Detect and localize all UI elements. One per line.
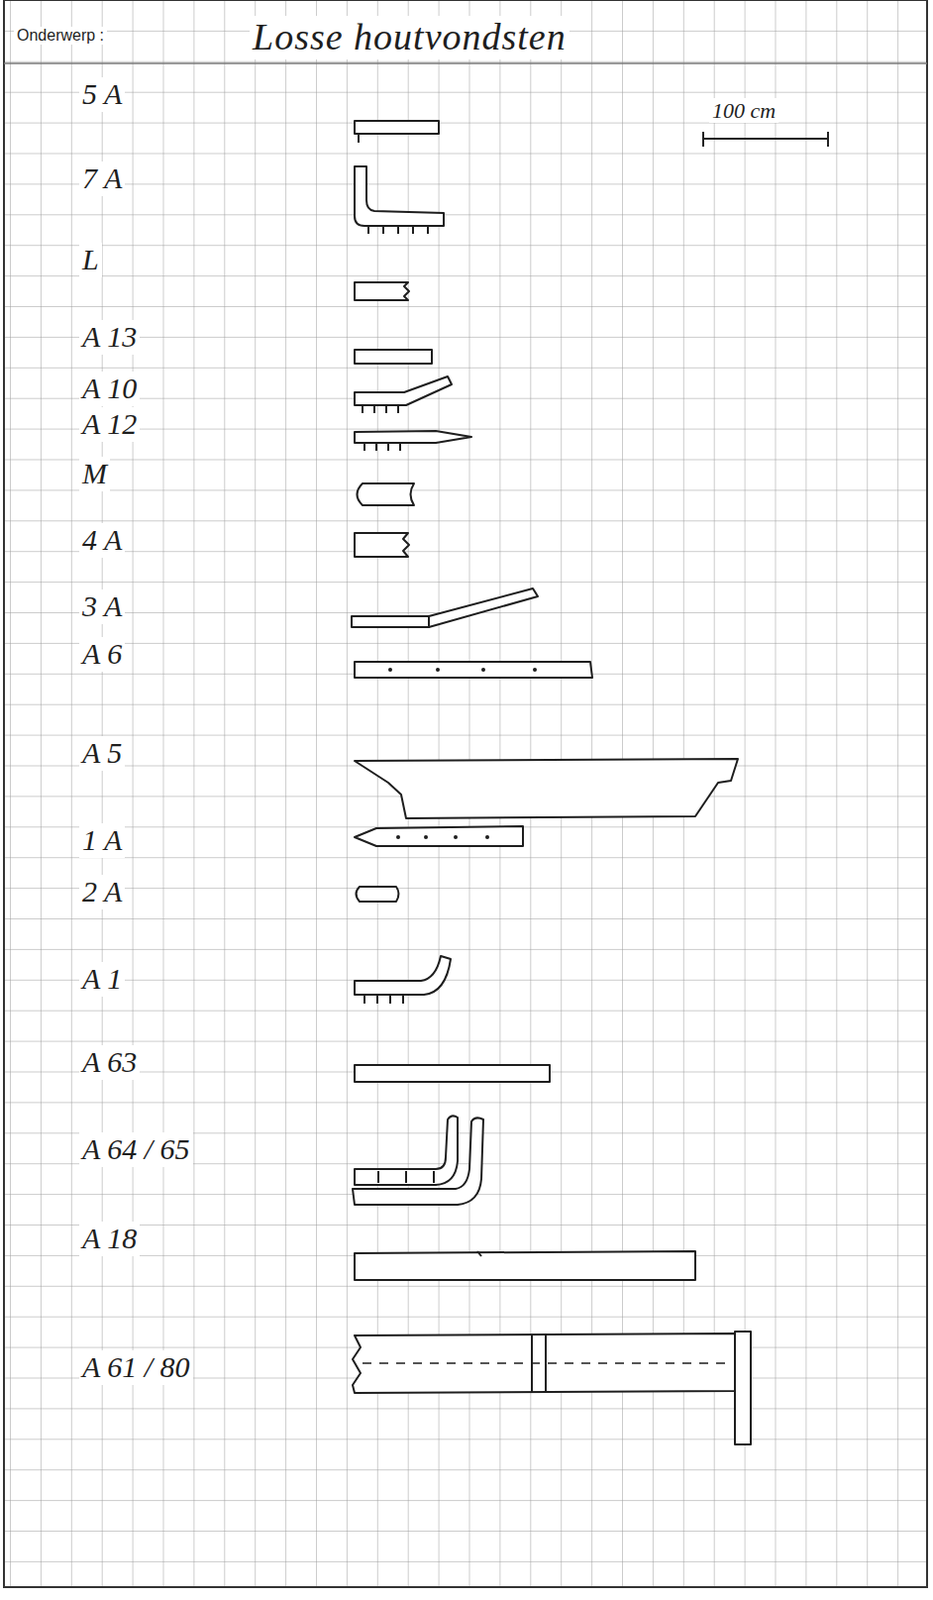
find-number: A 10: [79, 371, 140, 407]
find-number: 3 A: [79, 589, 125, 624]
find-number: 1 A: [79, 823, 125, 858]
find-number: A 13: [79, 319, 140, 355]
find-number: A 6: [79, 636, 125, 672]
find-number: 2 A: [79, 874, 125, 910]
find-number: A 64 / 65: [79, 1132, 194, 1167]
find-number: A 5: [79, 735, 125, 771]
find-number: A 12: [79, 407, 140, 442]
find-number: 4 A: [79, 522, 125, 558]
wood-finds: [351, 120, 751, 1445]
find-number: M: [79, 456, 110, 492]
find-number: A 18: [79, 1221, 140, 1256]
find-number: A 1: [79, 961, 125, 997]
grid: [3, 0, 928, 1587]
find-number: 7 A: [79, 161, 125, 197]
nail-holes: [388, 667, 537, 839]
find-number: A 63: [79, 1044, 140, 1080]
sheet-title: Losse houtvondsten: [249, 15, 570, 60]
find-number: L: [79, 242, 103, 278]
find-number: 5 A: [79, 77, 125, 112]
form-field: Onderwerp :: [13, 26, 107, 45]
scale-label: 100 cm: [709, 98, 779, 123]
scale-bar: [703, 131, 829, 147]
find-number: A 61 / 80: [79, 1349, 194, 1385]
